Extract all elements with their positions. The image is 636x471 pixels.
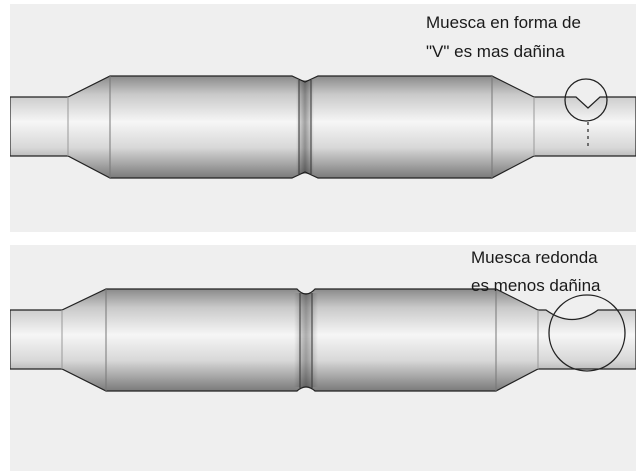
v-notch-caption-line-2: "V" es mas dañina <box>426 42 565 61</box>
v-notch-shaft-drawing <box>10 75 636 179</box>
shaft-body <box>10 288 636 392</box>
round-notch-caption-line-2: es menos dañina <box>471 276 601 295</box>
center-groove <box>294 293 318 387</box>
round-notch-highlight-circle <box>548 294 626 372</box>
round-notch-caption-line-1: Muesca redonda <box>471 248 598 267</box>
shaft-body <box>10 75 636 179</box>
center-groove <box>296 80 314 174</box>
v-notch-highlight-circle <box>564 78 608 122</box>
v-notch-panel: Muesca en forma de "V" es mas dañina <box>10 4 636 232</box>
v-notch-caption-line-1: Muesca en forma de <box>426 13 581 32</box>
round-notch-panel: Muesca redonda es menos dañina <box>10 245 636 471</box>
round-notch-shaft-drawing <box>10 288 636 392</box>
